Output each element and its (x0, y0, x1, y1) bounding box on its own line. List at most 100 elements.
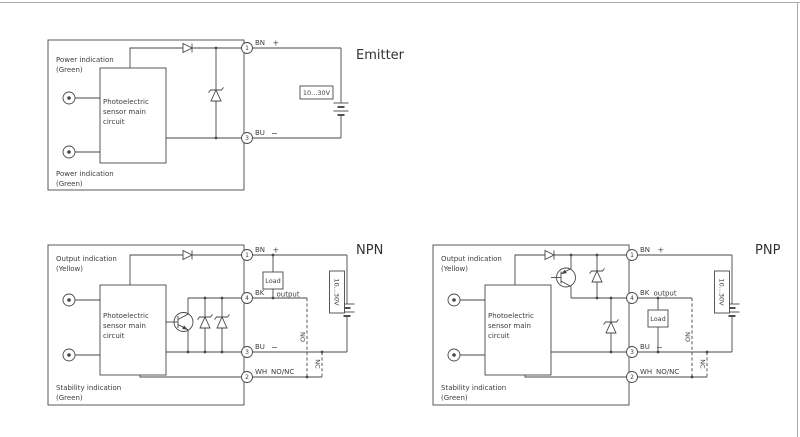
power-indicator-bottom: Power indication (Green) (56, 145, 114, 188)
svg-text:sensor main: sensor main (488, 322, 531, 330)
main-circuit-box (99, 67, 167, 164)
emitter-title: Emitter (356, 48, 405, 63)
wire-color-label: BU (640, 343, 650, 351)
indicator-led-icon (447, 348, 461, 362)
svg-text:4: 4 (245, 295, 249, 302)
svg-text:Stability indication: Stability indication (441, 384, 506, 392)
terminal-4: 4 BK output (626, 289, 677, 304)
svg-text:4: 4 (630, 295, 634, 302)
pnp-title: PNP (755, 243, 781, 258)
voltage-label: 10...30V (299, 85, 334, 100)
svg-text:10...30V: 10...30V (333, 278, 341, 306)
svg-text:Photoelectric: Photoelectric (488, 312, 534, 320)
wire-color-label: BU (255, 343, 265, 351)
npn-diagram: NPN Photoelectric sensor main circuit Ou… (47, 243, 383, 406)
svg-text:sensor main: sensor main (103, 108, 146, 116)
svg-text:1: 1 (630, 252, 634, 259)
svg-text:sensor main: sensor main (103, 322, 146, 330)
wires (514, 254, 733, 378)
mode-no-label: NO (684, 332, 692, 342)
emitter-diagram: Emitter Photoelectric sensor main circui… (47, 39, 405, 191)
indicator-led-icon (62, 293, 76, 307)
mode-select-dashed-wires (306, 298, 323, 377)
svg-text:1: 1 (245, 45, 249, 52)
output-indicator: Output indication (Yellow) (56, 255, 117, 307)
terminal-3: 3 BU − (241, 129, 278, 144)
svg-text:3: 3 (245, 135, 249, 142)
wire-color-label: BU (255, 129, 265, 137)
npn-transistor-icon (173, 312, 194, 332)
main-circuit-box (484, 284, 552, 376)
polarity-label: + (273, 39, 280, 48)
svg-text:Load: Load (650, 315, 666, 323)
pnp-diagram: PNP Photoelectric sensor main circuit Ou… (432, 243, 781, 406)
wire-color-label: BN (255, 246, 265, 254)
terminal-1: 1 BN + (241, 39, 280, 54)
output-indicator: Output indication (Yellow) (441, 255, 502, 307)
svg-text:Photoelectric: Photoelectric (103, 98, 149, 106)
mode-label: NO/NC (271, 368, 294, 376)
wires (129, 254, 348, 378)
mode-label: NO/NC (656, 368, 679, 376)
svg-text:10...30V: 10...30V (303, 89, 331, 97)
main-circuit-box (99, 284, 167, 376)
junction-dots (186, 253, 324, 379)
load-box: Load (262, 271, 284, 290)
svg-text:1: 1 (245, 252, 249, 259)
wire-color-label: WH (640, 368, 652, 376)
polarity-label: − (271, 343, 278, 352)
svg-text:circuit: circuit (103, 118, 125, 126)
svg-text:10...30V: 10...30V (718, 278, 726, 306)
svg-text:3: 3 (630, 349, 634, 356)
polarity-label: + (658, 246, 665, 255)
output-label: output (654, 290, 677, 298)
svg-text:Stability indication: Stability indication (56, 384, 121, 392)
svg-text:(Green): (Green) (56, 66, 83, 74)
mode-nc-label: NC (699, 359, 707, 369)
stability-indicator: Stability indication (Green) (56, 348, 121, 402)
voltage-label: 10...30V (329, 270, 345, 314)
load-box: Load (647, 309, 669, 328)
terminal-1: 1 BN + (626, 246, 665, 261)
wire-color-label: BK (640, 289, 650, 297)
svg-text:Power indication: Power indication (56, 56, 114, 64)
wire-color-label: BN (255, 39, 265, 47)
terminal-4: 4 BK output (241, 289, 300, 304)
voltage-label: 10...30V (714, 270, 730, 314)
svg-text:circuit: circuit (488, 332, 510, 340)
svg-text:(Yellow): (Yellow) (56, 265, 83, 273)
main-circuit-label: Photoelectric sensor main circuit (103, 312, 149, 340)
svg-text:(Green): (Green) (441, 394, 468, 402)
pnp-transistor-icon (556, 267, 576, 288)
svg-text:(Yellow): (Yellow) (441, 265, 468, 273)
npn-title: NPN (356, 243, 383, 258)
power-indicator-top: Power indication (Green) (56, 56, 114, 105)
svg-text:circuit: circuit (103, 332, 125, 340)
indicator-led-icon (62, 91, 76, 105)
svg-text:Load: Load (265, 277, 281, 285)
main-circuit-label: Photoelectric sensor main circuit (103, 98, 149, 126)
svg-text:Photoelectric: Photoelectric (103, 312, 149, 320)
mode-select-dashed-wires (691, 298, 708, 377)
wire-color-label: BK (255, 289, 265, 297)
wire-color-label: BN (640, 246, 650, 254)
mode-no-label: NO (299, 332, 307, 342)
terminal-3: 3 BU − (626, 343, 663, 358)
terminal-2: 2 WH NO/NC (626, 368, 679, 383)
terminal-3: 3 BU − (241, 343, 278, 358)
junction-dots (569, 253, 709, 379)
polarity-label: + (273, 246, 280, 255)
terminal-2: 2 WH NO/NC (241, 368, 294, 383)
output-label: output (277, 291, 300, 299)
main-circuit-label: Photoelectric sensor main circuit (488, 312, 534, 340)
junction-dots (214, 46, 218, 140)
svg-text:2: 2 (245, 374, 249, 381)
mode-nc-label: NC (314, 359, 322, 369)
polarity-label: − (656, 343, 663, 352)
svg-text:3: 3 (245, 349, 249, 356)
polarity-label: − (271, 129, 278, 138)
svg-text:(Green): (Green) (56, 180, 83, 188)
